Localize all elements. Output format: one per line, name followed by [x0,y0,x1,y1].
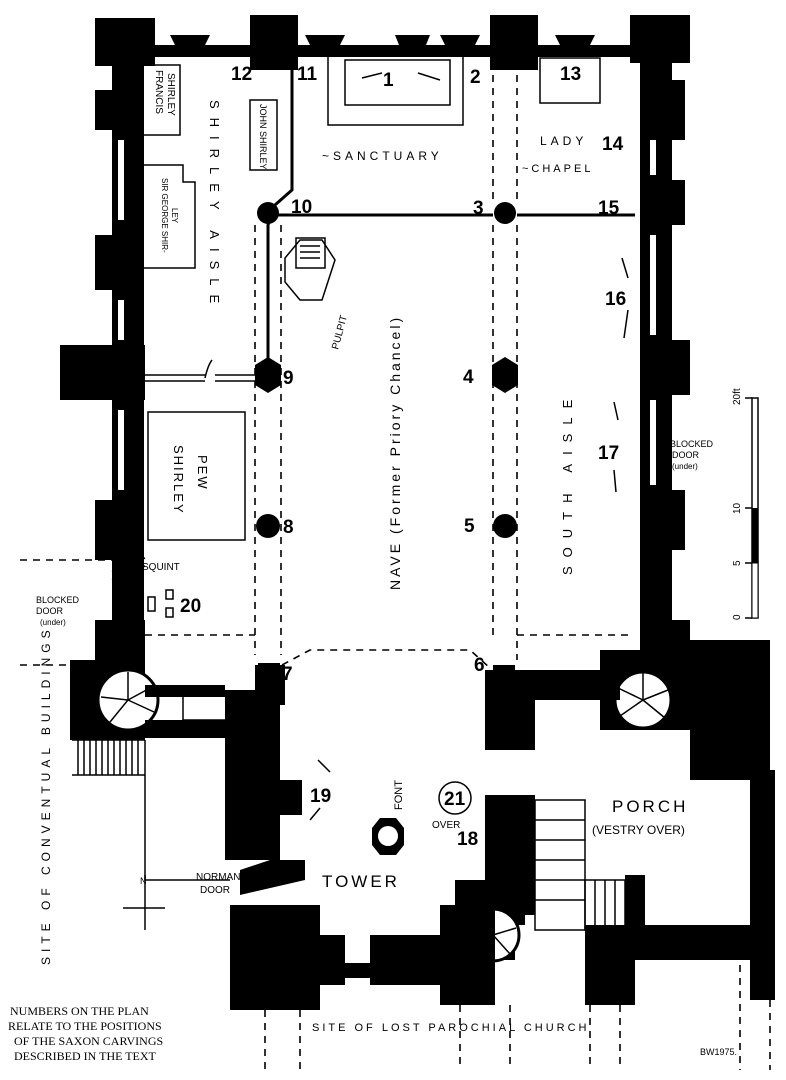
francis-shirley-label-2: SHIRLEY [165,73,176,116]
over-label: OVER [432,820,460,831]
carving-number-17: 17 [598,443,619,464]
squint-label: SQUINT [142,562,180,573]
site-lost-church-label: SITE OF LOST PAROCHIAL CHURCH [312,1022,590,1034]
carving-number-7: 7 [282,664,293,685]
shirley-pew-label-2: PEW [195,455,210,491]
outer-walls [60,15,775,1010]
blocked-door-right-1: BLOCKED [670,439,714,449]
carving-number-16: 16 [605,289,626,310]
note-line-4: DESCRIBED IN THE TEXT [14,1049,157,1063]
carving-number-1: 1 [383,70,394,91]
carving-number-4: 4 [463,367,474,388]
carving-number-15: 15 [598,198,620,219]
carving-number-13: 13 [560,64,581,85]
carving-number-12: 12 [231,64,252,85]
nave-label: NAVE (Former Priory Chancel) [387,315,403,590]
norman-door-label-1: NORMAN [196,872,240,883]
scale-tick-20ft: 20ft [732,388,743,405]
font-label: FONT [393,780,405,810]
carving-number-5: 5 [464,516,475,537]
carving-number-2: 2 [470,67,481,88]
site-conventual-label: SITE OF CONVENTUAL BUILDINGS [39,625,53,965]
arcade-dashed-lines [20,75,771,1070]
carving-number-18: 18 [457,829,478,850]
blocked-door-left-3: (under) [40,618,66,627]
shirley-pew-label-1: SHIRLEY [171,445,186,515]
carving-number-3: 3 [473,198,484,219]
francis-shirley-label-1: FRANCIS [153,70,164,114]
scale-bar: 0 5 10 20ft [732,388,759,620]
tower-label: TOWER [322,872,400,891]
note-line-2: RELATE TO THE POSITIONS [8,1019,162,1033]
carving-numbers: 1 2 3 4 5 6 7 8 9 10 11 12 13 14 15 16 1… [180,64,626,850]
carving-number-10: 10 [291,197,312,218]
scale-tick-5: 5 [732,560,743,566]
note-line-3: OF THE SAXON CARVINGS [14,1034,163,1048]
carving-number-6: 6 [474,655,485,676]
carving-number-8: 8 [283,517,294,538]
carving-number-14: 14 [602,134,624,155]
signature: BW1975. [700,1047,737,1057]
south-aisle-label: SOUTH AISLE [560,391,575,575]
porch-label: PORCH [612,797,688,816]
shirley-aisle-label: SHIRLEY AISLE [207,100,222,312]
sir-george-label-1: SIR GEORGE SHIR- [160,178,169,253]
blocked-door-right-2: DOOR [672,450,700,460]
blocked-door-left-1: BLOCKED [36,595,80,605]
carving-number-9: 9 [283,368,294,389]
vestry-over-label: (VESTRY OVER) [592,823,685,837]
carving-number-20: 20 [180,596,201,617]
labels: ~SANCTUARY LADY ~CHAPEL SHIRLEY AISLE FR… [8,70,737,1063]
compass-north-label: N [140,876,147,886]
carving-number-19: 19 [310,786,331,807]
carving-number-21: 21 [444,789,466,810]
sir-george-label-2: LEY [170,208,179,224]
scale-tick-10: 10 [732,502,743,514]
john-shirley-label: JOHN SHIRLEY [258,104,268,170]
scale-tick-0: 0 [732,614,743,620]
lady-label: LADY [540,134,587,148]
norman-door-label-2: DOOR [200,885,230,896]
sanctuary-label: ~SANCTUARY [322,149,443,163]
carving-number-11: 11 [297,64,318,85]
note-line-1: NUMBERS ON THE PLAN [10,1004,149,1018]
pulpit-label: PULPIT [330,314,350,351]
blocked-door-right-3: (under) [672,462,698,471]
blocked-door-left-2: DOOR [36,606,64,616]
chapel-label: ~CHAPEL [522,163,593,175]
fittings [111,54,635,930]
